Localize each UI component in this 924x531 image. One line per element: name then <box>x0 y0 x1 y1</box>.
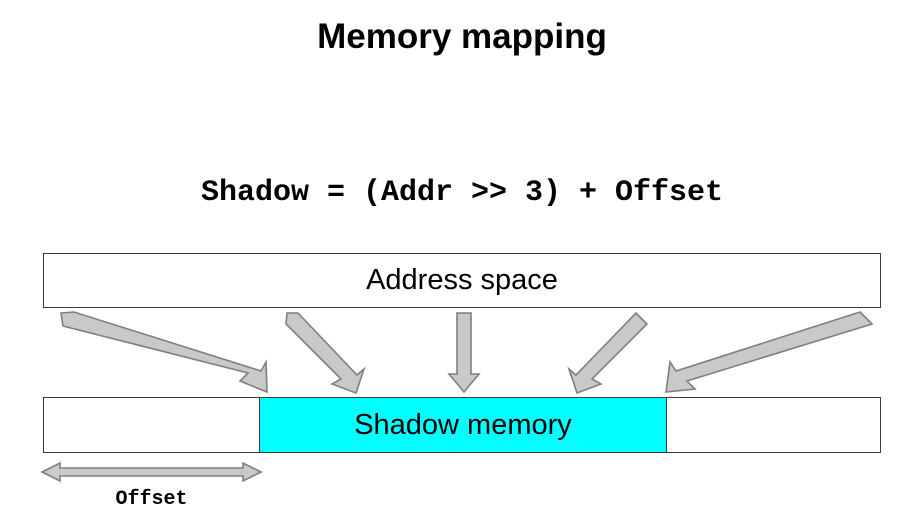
offset-label: Offset <box>115 488 188 511</box>
address-space-label: Address space <box>366 264 558 296</box>
offset-dimension-arrow <box>40 461 263 483</box>
page-title: Memory mapping <box>317 17 607 56</box>
address-space-box: Address space <box>43 253 881 308</box>
mapping-arrow-3 <box>447 312 481 394</box>
shadow-memory-box: Shadow memory <box>43 397 881 453</box>
mapping-arrow-1 <box>60 311 268 394</box>
mapping-arrow-5 <box>665 311 874 393</box>
shadow-memory-region: Shadow memory <box>259 398 667 452</box>
shadow-memory-label: Shadow memory <box>354 408 572 441</box>
shadow-mapping-formula: Shadow = (Addr >> 3) + Offset <box>200 176 724 210</box>
mapping-arrow-2 <box>285 312 366 395</box>
mapping-arrow-4 <box>567 311 649 395</box>
